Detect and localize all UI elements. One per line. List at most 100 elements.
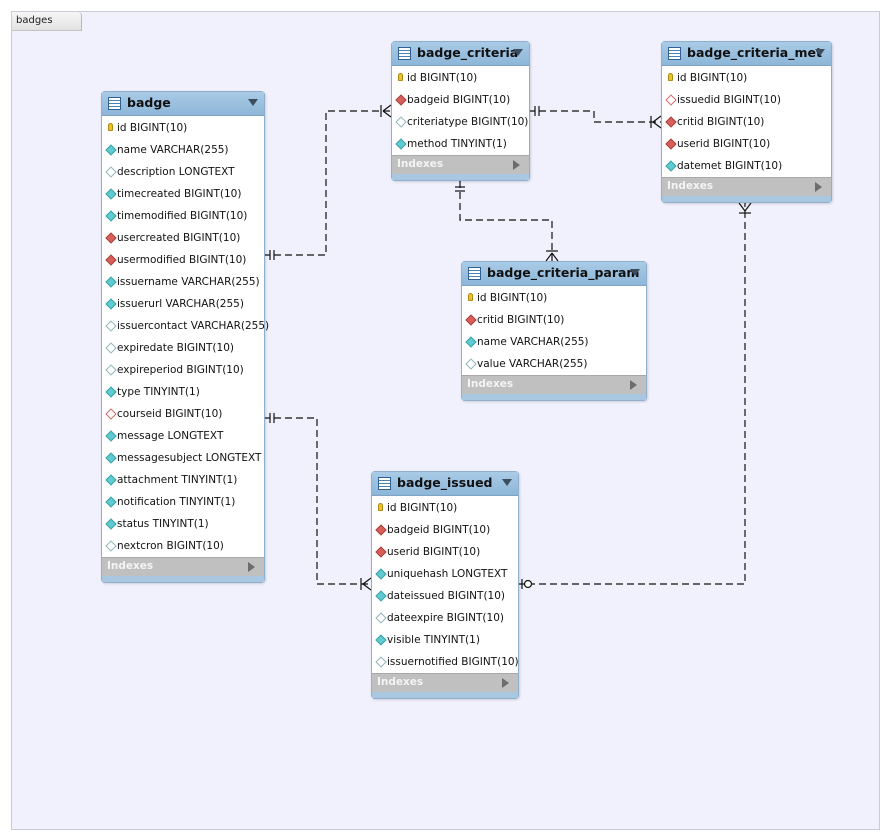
column-name: message LONGTEXT bbox=[117, 430, 224, 442]
nullable-foreign-key-icon bbox=[105, 408, 117, 420]
relationship-badge-issued-badge-criteria-met[interactable] bbox=[517, 202, 752, 589]
column-row[interactable]: issuerurl VARCHAR(255) bbox=[102, 293, 264, 315]
nullable-column-icon bbox=[105, 540, 117, 552]
layer-tab[interactable]: badges bbox=[12, 12, 82, 31]
column-name: userid BIGINT(10) bbox=[677, 138, 771, 150]
table-header[interactable]: badge_criteria_param bbox=[462, 262, 646, 286]
column-row[interactable]: name VARCHAR(255) bbox=[462, 331, 646, 353]
column-row[interactable]: id BIGINT(10) bbox=[372, 497, 518, 519]
table-header[interactable]: badge bbox=[102, 92, 264, 116]
nullable-column-icon bbox=[105, 364, 117, 376]
column-row[interactable]: timecreated BIGINT(10) bbox=[102, 183, 264, 205]
column-row[interactable]: dateexpire BIGINT(10) bbox=[372, 607, 518, 629]
column-row[interactable]: attachment TINYINT(1) bbox=[102, 469, 264, 491]
column-name: dateissued BIGINT(10) bbox=[387, 590, 506, 602]
indexes-label: Indexes bbox=[667, 180, 714, 192]
column-row[interactable]: messagesubject LONGTEXT bbox=[102, 447, 264, 469]
indexes-section[interactable]: Indexes bbox=[462, 375, 646, 394]
column-row[interactable]: usercreated BIGINT(10) bbox=[102, 227, 264, 249]
table-badge[interactable]: badge id BIGINT(10)name VARCHAR(255)desc… bbox=[101, 91, 269, 583]
column-row[interactable]: critid BIGINT(10) bbox=[662, 111, 831, 133]
column-row[interactable]: visible TINYINT(1) bbox=[372, 629, 518, 651]
collapse-arrow-icon[interactable] bbox=[513, 49, 523, 56]
column-row[interactable]: nextcron BIGINT(10) bbox=[102, 535, 264, 557]
diagram-canvas[interactable]: badges bbox=[11, 11, 880, 830]
column-row[interactable]: value VARCHAR(255) bbox=[462, 353, 646, 375]
column-name: critid BIGINT(10) bbox=[677, 116, 765, 128]
column-row[interactable]: method TINYINT(1) bbox=[392, 133, 529, 155]
column-row[interactable]: id BIGINT(10) bbox=[392, 67, 529, 89]
column-row[interactable]: critid BIGINT(10) bbox=[462, 309, 646, 331]
indexes-section[interactable]: Indexes bbox=[662, 177, 831, 196]
collapse-arrow-icon[interactable] bbox=[502, 479, 512, 486]
collapse-arrow-icon[interactable] bbox=[630, 269, 640, 276]
column-name: datemet BIGINT(10) bbox=[677, 160, 783, 172]
column-row[interactable]: issuercontact VARCHAR(255) bbox=[102, 315, 269, 337]
table-badge-criteria-param[interactable]: badge_criteria_param id BIGINT(10)critid… bbox=[461, 261, 647, 401]
column-name: issuerurl VARCHAR(255) bbox=[117, 298, 244, 310]
column-list: id BIGINT(10)critid BIGINT(10)name VARCH… bbox=[462, 286, 646, 375]
nullable-column-icon bbox=[375, 612, 387, 624]
table-footer bbox=[372, 692, 518, 698]
column-row[interactable]: expiredate BIGINT(10) bbox=[102, 337, 264, 359]
column-row[interactable]: expireperiod BIGINT(10) bbox=[102, 359, 264, 381]
expand-arrow-icon[interactable] bbox=[815, 182, 822, 192]
column-row[interactable]: usermodified BIGINT(10) bbox=[102, 249, 264, 271]
indexes-section[interactable]: Indexes bbox=[102, 557, 264, 576]
relationship-badge-criteria-badge-criteria-met[interactable] bbox=[528, 106, 662, 129]
column-name: userid BIGINT(10) bbox=[387, 546, 481, 558]
nullable-column-icon bbox=[375, 656, 387, 668]
indexes-section[interactable]: Indexes bbox=[392, 155, 529, 174]
table-header[interactable]: badge_issued bbox=[372, 472, 518, 496]
column-row[interactable]: notification TINYINT(1) bbox=[102, 491, 264, 513]
column-row[interactable]: id BIGINT(10) bbox=[102, 117, 264, 139]
expand-arrow-icon[interactable] bbox=[513, 160, 520, 170]
column-name: issuercontact VARCHAR(255) bbox=[117, 320, 270, 332]
column-row[interactable]: issuernotified BIGINT(10) bbox=[372, 651, 519, 673]
expand-arrow-icon[interactable] bbox=[630, 380, 637, 390]
collapse-arrow-icon[interactable] bbox=[815, 49, 825, 56]
expand-arrow-icon[interactable] bbox=[502, 678, 509, 688]
column-row[interactable]: userid BIGINT(10) bbox=[372, 541, 518, 563]
table-badge-criteria-met[interactable]: badge_criteria_met id BIGINT(10) issuedid… bbox=[661, 41, 832, 203]
column-name: criteriatype BIGINT(10) bbox=[407, 116, 529, 128]
column-name: id BIGINT(10) bbox=[677, 72, 748, 84]
column-row[interactable]: status TINYINT(1) bbox=[102, 513, 264, 535]
column-row[interactable]: userid BIGINT(10) bbox=[662, 133, 831, 155]
table-header[interactable]: badge_criteria_met bbox=[662, 42, 831, 66]
column-name: badgeid BIGINT(10) bbox=[387, 524, 491, 536]
table-badge-issued[interactable]: badge_issued id BIGINT(10) badgeid BIGINT… bbox=[371, 471, 519, 699]
nullable-column-icon bbox=[105, 342, 117, 354]
column-row[interactable]: name VARCHAR(255) bbox=[102, 139, 264, 161]
foreign-key-icon bbox=[395, 94, 407, 106]
table-header[interactable]: badge_criteria bbox=[392, 42, 529, 66]
indexes-section[interactable]: Indexes bbox=[372, 673, 518, 692]
column-name: usercreated BIGINT(10) bbox=[117, 232, 241, 244]
column-row[interactable]: type TINYINT(1) bbox=[102, 381, 264, 403]
relationship-badge-badge-issued[interactable] bbox=[263, 413, 372, 591]
relationship-badge-badge-criteria[interactable] bbox=[263, 104, 392, 260]
column-icon bbox=[105, 144, 117, 156]
column-row[interactable]: dateissued BIGINT(10) bbox=[372, 585, 518, 607]
indexes-label: Indexes bbox=[107, 560, 154, 572]
column-row[interactable]: criteriatype BIGINT(10) bbox=[392, 111, 529, 133]
column-row[interactable]: courseid BIGINT(10) bbox=[102, 403, 264, 425]
collapse-arrow-icon[interactable] bbox=[248, 99, 258, 106]
column-row[interactable]: id BIGINT(10) bbox=[662, 67, 831, 89]
column-row[interactable]: badgeid BIGINT(10) bbox=[372, 519, 518, 541]
table-footer bbox=[662, 196, 831, 202]
expand-arrow-icon[interactable] bbox=[248, 562, 255, 572]
column-row[interactable]: issuername VARCHAR(255) bbox=[102, 271, 264, 293]
column-row[interactable]: issuedid BIGINT(10) bbox=[662, 89, 831, 111]
column-row[interactable]: uniquehash LONGTEXT bbox=[372, 563, 518, 585]
table-badge-criteria[interactable]: badge_criteria id BIGINT(10)badgeid BIGI… bbox=[391, 41, 530, 181]
column-row[interactable]: timemodified BIGINT(10) bbox=[102, 205, 264, 227]
column-name: visible TINYINT(1) bbox=[387, 634, 480, 646]
column-row[interactable]: description LONGTEXT bbox=[102, 161, 264, 183]
relationship-badge-criteria-badge-criteria-param[interactable] bbox=[455, 181, 559, 262]
column-row[interactable]: message LONGTEXT bbox=[102, 425, 264, 447]
column-row[interactable]: badgeid BIGINT(10) bbox=[392, 89, 529, 111]
nullable-column-icon bbox=[465, 358, 477, 370]
column-row[interactable]: id BIGINT(10) bbox=[462, 287, 646, 309]
column-row[interactable]: datemet BIGINT(10) bbox=[662, 155, 831, 177]
